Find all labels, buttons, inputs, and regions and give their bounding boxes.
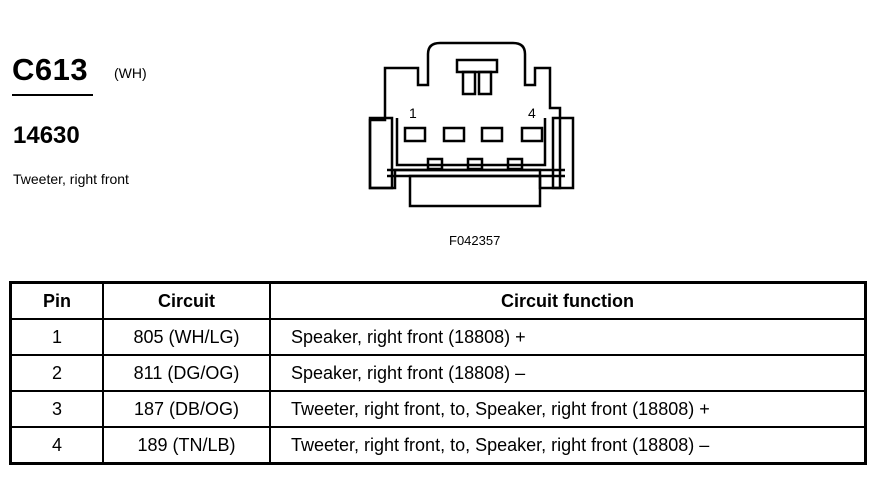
pinout-table: Pin Circuit Circuit function 1 805 (WH/L… bbox=[9, 281, 867, 465]
table-row: 4 189 (TN/LB) Tweeter, right front, to, … bbox=[9, 426, 867, 465]
circuit-code: 187 (DB/OG) bbox=[102, 390, 271, 428]
pin-label-first: 1 bbox=[409, 105, 417, 121]
connector-diagram: 1 4 bbox=[368, 41, 575, 208]
circuit-function: Tweeter, right front, to, Speaker, right… bbox=[269, 390, 867, 428]
column-header-circuit-function: Circuit function bbox=[269, 281, 867, 320]
table-row: 1 805 (WH/LG) Speaker, right front (1880… bbox=[9, 318, 867, 356]
connector-description: Tweeter, right front bbox=[13, 171, 129, 187]
column-header-pin: Pin bbox=[9, 281, 104, 320]
circuit-function: Speaker, right front (18808) + bbox=[269, 318, 867, 356]
connector-id: C613 bbox=[12, 52, 89, 87]
connector-left-guide bbox=[368, 116, 394, 190]
pin-number: 3 bbox=[9, 390, 104, 428]
circuit-function: Tweeter, right front, to, Speaker, right… bbox=[269, 426, 867, 465]
pin-terminal bbox=[520, 126, 544, 143]
figure-id: F042357 bbox=[449, 233, 501, 248]
connector-right-guide bbox=[551, 116, 575, 190]
pin-number: 2 bbox=[9, 354, 104, 392]
connector-color: (WH) bbox=[114, 65, 147, 81]
circuit-code: 811 (DG/OG) bbox=[102, 354, 271, 392]
part-number: 14630 bbox=[13, 122, 80, 149]
circuit-code: 189 (TN/LB) bbox=[102, 426, 271, 465]
column-header-circuit: Circuit bbox=[102, 281, 271, 320]
pin-label-last: 4 bbox=[528, 105, 536, 121]
pin-terminal bbox=[480, 126, 504, 143]
circuit-function: Speaker, right front (18808) – bbox=[269, 354, 867, 392]
circuit-code: 805 (WH/LG) bbox=[102, 318, 271, 356]
connector-cavity bbox=[395, 118, 547, 167]
pin-terminal bbox=[442, 126, 466, 143]
connector-latch bbox=[455, 58, 499, 74]
table-row: 3 187 (DB/OG) Tweeter, right front, to, … bbox=[9, 390, 867, 428]
pin-number: 4 bbox=[9, 426, 104, 465]
table-header-row: Pin Circuit Circuit function bbox=[9, 281, 867, 320]
pin-terminal bbox=[403, 126, 427, 143]
pin-number: 1 bbox=[9, 318, 104, 356]
connector-id-underline bbox=[12, 94, 93, 96]
table-row: 2 811 (DG/OG) Speaker, right front (1880… bbox=[9, 354, 867, 392]
connector-base bbox=[408, 174, 542, 208]
